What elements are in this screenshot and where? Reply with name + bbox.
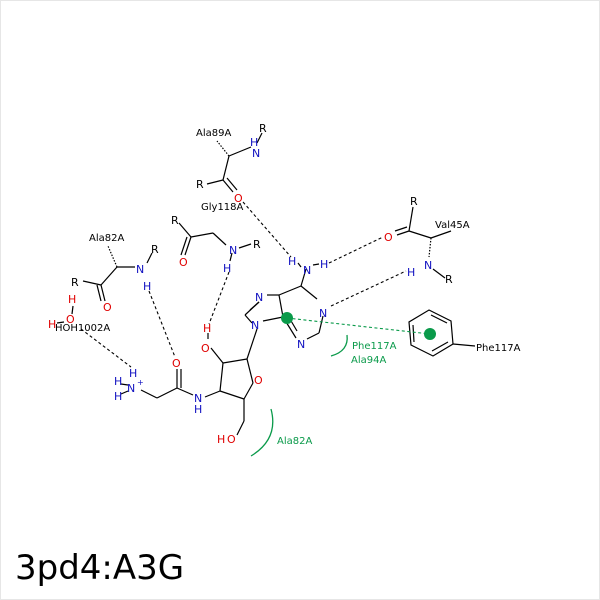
- atom-h: H: [143, 280, 151, 293]
- ligand-glycyl: O N + H H H: [114, 357, 194, 403]
- atom-n: N: [251, 319, 259, 332]
- atom-o: O: [254, 374, 263, 387]
- ligand-adenine: N N N N N H H: [244, 255, 328, 351]
- contact-arc-ala82: [250, 408, 274, 457]
- atom-n: N: [255, 291, 263, 304]
- atom-r: R: [151, 243, 159, 256]
- label-hoh1002: HOH1002A: [55, 323, 110, 334]
- label-phe117-ring: Phe117A: [476, 343, 521, 354]
- contact-arc-phe117-ala94: [330, 334, 348, 357]
- label-ala82-top: Ala82A: [89, 233, 124, 244]
- atom-n: N: [252, 147, 260, 160]
- pi-stacking: [281, 312, 436, 340]
- residue-gly118: R N R O H: [171, 214, 261, 275]
- atom-n: N: [136, 263, 144, 276]
- atom-o: O: [179, 256, 188, 269]
- hydrogen-bonds: [80, 201, 407, 368]
- atom-h: H: [203, 322, 211, 335]
- atom-o: O: [227, 433, 236, 446]
- label-ala82-contact: Ala82A: [277, 436, 312, 447]
- atom-o: O: [172, 357, 181, 370]
- atom-o: O: [201, 342, 210, 355]
- atom-h: H: [407, 266, 415, 279]
- atom-h: H: [288, 255, 296, 268]
- structure-title: 3pd4:A3G: [15, 548, 185, 588]
- ligand-ribose: O O H O H N H: [194, 322, 263, 446]
- atom-h: H: [114, 390, 122, 403]
- label-phe117-contact: Phe117A: [352, 341, 397, 352]
- atom-r: R: [71, 276, 79, 289]
- atom-r: R: [171, 214, 179, 227]
- atom-h: H: [320, 258, 328, 271]
- atom-n: N: [127, 382, 135, 395]
- atom-r: R: [253, 238, 261, 251]
- residue-phe117-ring: Phe117A: [408, 309, 521, 357]
- atom-n: N: [424, 259, 432, 272]
- atom-charge: +: [137, 378, 144, 387]
- atom-h: H: [250, 136, 258, 149]
- residue-ala89: Ala89A R H N R O Gly118A: [196, 122, 267, 213]
- atom-h: H: [68, 293, 76, 306]
- atom-n: N: [319, 307, 327, 320]
- atom-r: R: [196, 178, 204, 191]
- atom-r: R: [259, 122, 267, 135]
- residue-ala82-top: Ala82A R N H R O: [71, 233, 159, 314]
- atom-n: N: [297, 338, 305, 351]
- label-ala94-contact: Ala94A: [351, 355, 386, 366]
- ring-centroid-ligand: [281, 312, 293, 324]
- atom-n: N: [229, 244, 237, 257]
- atom-o: O: [66, 313, 75, 326]
- atom-h: H: [194, 403, 202, 416]
- label-ala89: Ala89A: [196, 128, 231, 139]
- water-hoh1002: H O H HOH1002A: [48, 293, 110, 334]
- atom-n: N: [194, 392, 202, 405]
- atom-n: N: [303, 264, 311, 277]
- label-gly118: Gly118A: [201, 202, 244, 213]
- atom-o: O: [103, 301, 112, 314]
- atom-r: R: [445, 273, 453, 286]
- ring-centroid-phe117: [424, 328, 436, 340]
- atom-h: H: [129, 367, 137, 380]
- atom-o: O: [384, 231, 393, 244]
- atom-h: H: [223, 262, 231, 275]
- residue-val45: R Val45A O N R H: [384, 195, 470, 286]
- label-val45: Val45A: [435, 220, 470, 231]
- hydrophobic-contacts: Phe117A Ala94A Ala82A: [250, 334, 397, 457]
- atom-o: O: [234, 192, 243, 205]
- atom-h: H: [217, 433, 225, 446]
- atom-h: H: [114, 375, 122, 388]
- atom-h: H: [48, 318, 56, 331]
- atom-r: R: [410, 195, 418, 208]
